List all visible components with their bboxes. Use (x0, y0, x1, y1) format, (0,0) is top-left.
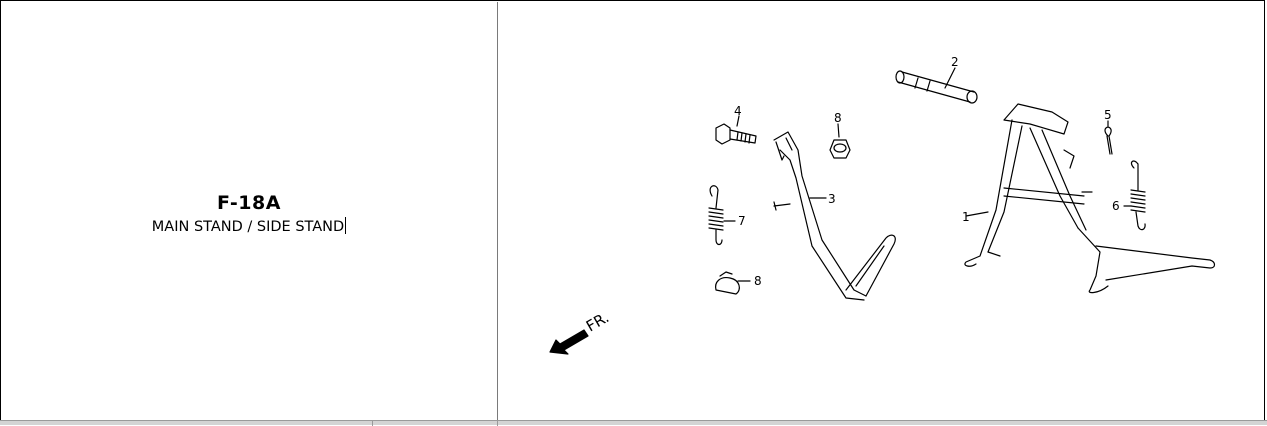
pivot-pipe (895, 67, 978, 104)
callout-6: 6 (1112, 199, 1120, 213)
strip-divider (372, 421, 373, 426)
stopper-bottom (715, 271, 751, 295)
panel-divider (497, 2, 498, 420)
diagram-panel: 2 4 8 5 3 6 1 7 8 FR. (498, 2, 1263, 420)
side-stand (773, 131, 896, 301)
parts-diagram: 2 4 8 5 3 6 1 7 8 FR. (549, 55, 1216, 355)
side-stand-spring (708, 185, 736, 246)
section-code: F-18A (217, 192, 281, 214)
callout-5: 5 (1104, 108, 1112, 122)
callout-4: 4 (734, 104, 742, 118)
stopper-top (829, 123, 851, 159)
bolt (715, 115, 757, 145)
front-arrow-icon (549, 329, 589, 355)
callout-3: 3 (828, 192, 836, 206)
text-cursor (345, 217, 347, 234)
callout-1: 1 (962, 210, 970, 224)
callout-8-top: 8 (834, 111, 842, 125)
main-stand-spring (1123, 160, 1146, 231)
strip-divider (497, 421, 498, 426)
bottom-scroll-strip (0, 420, 1267, 426)
callout-8-bottom: 8 (754, 274, 762, 288)
main-stand (964, 103, 1216, 294)
direction-label: FR. (583, 308, 612, 335)
callout-2: 2 (951, 55, 959, 69)
section-name[interactable]: MAIN STAND / SIDE STAND (1, 217, 497, 235)
title-panel: F-18A MAIN STAND / SIDE STAND (1, 2, 497, 420)
section-name-text: MAIN STAND / SIDE STAND (151, 219, 345, 235)
cotter-pin (1104, 120, 1113, 155)
callout-7: 7 (738, 214, 746, 228)
